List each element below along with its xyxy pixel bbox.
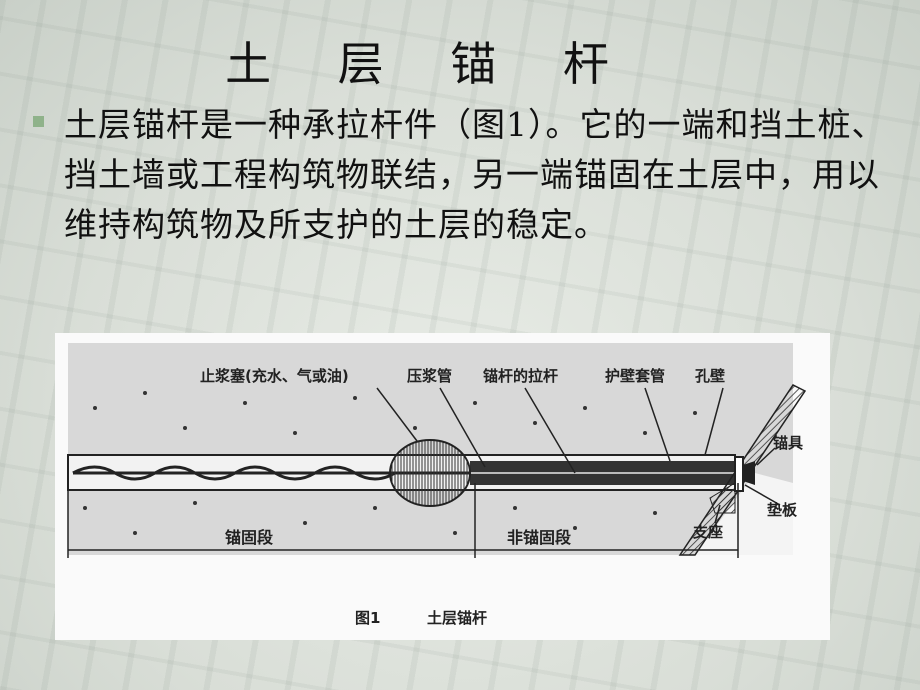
anchorage-head: [743, 461, 755, 485]
slide-title: 土 层 锚 杆: [225, 37, 635, 91]
label-anchorage: 锚具: [773, 434, 803, 452]
label-anchored-section: 锚固段: [225, 528, 274, 547]
dimension-line: [67, 483, 739, 558]
soil-anchor-diagram: 止浆塞(充水、气或油) 压浆管 锚杆的拉杆 护壁套管 孔壁 锚具 垫板 支座 锚…: [67, 343, 807, 627]
soil-dots: [83, 391, 697, 535]
slide-paragraph: 土层锚杆是一种承拉杆件（图1）。它的一端和挡土桩、挡土墙或工程构筑物联结，另一端…: [64, 105, 886, 244]
label-grout-pipe: 压浆管: [407, 367, 452, 385]
bearing-plate: [734, 456, 744, 492]
label-support: 支座: [692, 523, 723, 541]
leader-lines: [376, 387, 781, 524]
label-plug: 止浆塞(充水、气或油): [200, 367, 349, 385]
label-tie-rod: 锚杆的拉杆: [483, 367, 558, 385]
support-block: [709, 482, 736, 514]
excavation-area: [695, 473, 793, 555]
caption-number: 图1: [355, 609, 380, 627]
square-bullet-icon: [33, 116, 44, 127]
label-casing: 护壁套管: [605, 367, 665, 385]
label-free-section: 非锚固段: [507, 528, 572, 547]
soil-anchor-figure: 止浆塞(充水、气或油) 压浆管 锚杆的拉杆 护壁套管 孔壁 锚具 垫板 支座 锚…: [55, 333, 830, 640]
label-hole-wall: 孔壁: [695, 367, 725, 385]
label-plate: 垫板: [767, 501, 798, 519]
caption-title: 土层锚杆: [427, 609, 487, 627]
grout-plug: [389, 439, 471, 507]
